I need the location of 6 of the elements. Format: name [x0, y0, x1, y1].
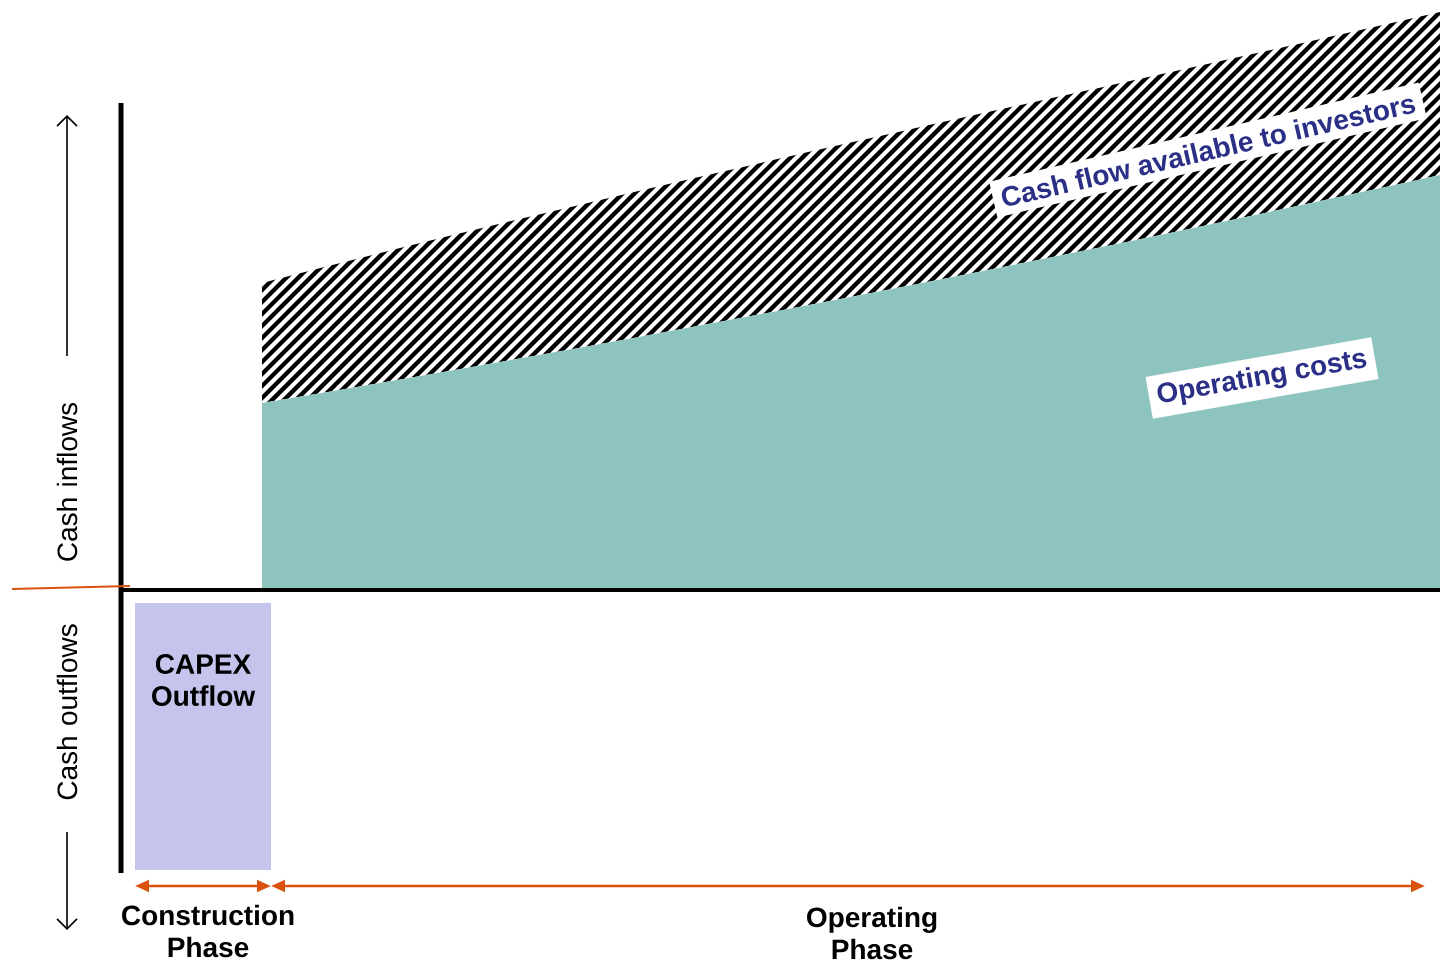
- axis-label: Cash inflows: [56, 402, 78, 561]
- capex-bar: CAPEX Outflow: [135, 603, 271, 870]
- axis-label: Cash outflows: [56, 624, 78, 800]
- area-label: Operating costs: [1145, 337, 1379, 419]
- phase-label: Operating Phase: [807, 906, 937, 960]
- phase-label: Construction Phase: [122, 904, 294, 958]
